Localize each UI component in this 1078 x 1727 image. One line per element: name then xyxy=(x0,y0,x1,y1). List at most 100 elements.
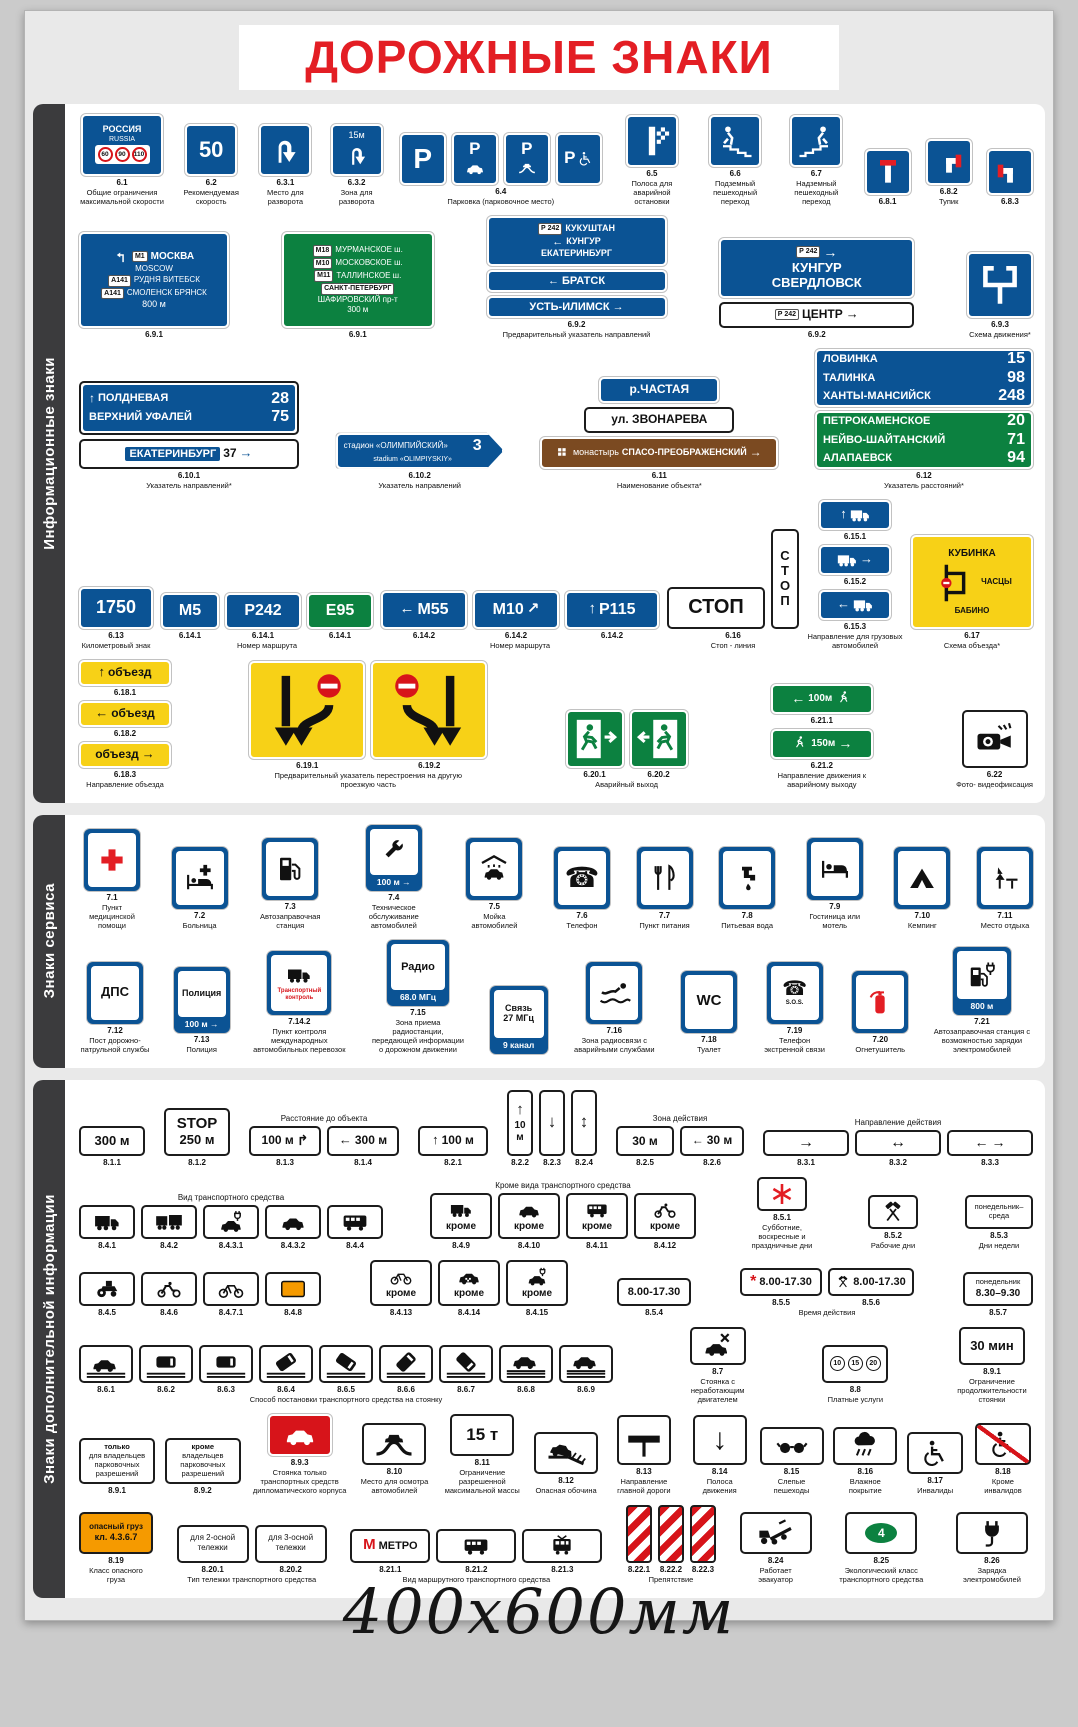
sign-caption: Стоянка с неработающим двигателем xyxy=(690,1376,745,1404)
sign: кроме xyxy=(506,1259,568,1306)
sign-code: 8.4.12 xyxy=(653,1240,677,1250)
sign-caption: Подземный пешеходный переход xyxy=(713,178,758,206)
signs-group: 15м xyxy=(330,123,383,176)
sign-wrap: 8.4.6 xyxy=(141,1271,197,1317)
sign-text: разрешений xyxy=(181,1469,225,1479)
sign-line: стадион «ОЛИМПИЙСКИЙ»3 xyxy=(340,437,486,455)
sign-text: САНКТ-ПЕТЕРБУРГ xyxy=(321,283,395,295)
sign-text: ЛОВИНКА xyxy=(822,352,878,365)
sign-code: 7.16 xyxy=(606,1025,623,1035)
sign-code: 8.4.4 xyxy=(346,1240,364,1250)
sign-code: 8.2.6 xyxy=(703,1157,721,1167)
sign xyxy=(689,1326,746,1365)
bicycle-icon xyxy=(218,1276,244,1302)
sign-line: 10 xyxy=(511,1120,529,1131)
road-signs-poster: ДОРОЖНЫЕ ЗНАКИ Информационные знаки РОСС… xyxy=(24,10,1054,1621)
sign-line: ↑ xyxy=(823,505,887,525)
sign-caption: Парковка (парковочное место) xyxy=(447,196,555,206)
sign-text: Е95 xyxy=(325,601,355,619)
sign-item: 6.8.1 xyxy=(864,148,911,206)
service-sign: ☎ xyxy=(553,846,610,909)
sign xyxy=(559,1344,613,1383)
sign-text: кроме xyxy=(191,1441,215,1451)
sign-line: 100 м↱ xyxy=(253,1132,317,1148)
sign-text: STOP xyxy=(176,1114,218,1132)
sign-line: P xyxy=(456,139,494,159)
sign-code: 8.4.10 xyxy=(517,1240,541,1250)
shift-icon xyxy=(390,671,468,749)
sign xyxy=(499,1344,553,1383)
plug-icon xyxy=(977,1518,1007,1548)
service-sign: 800 м xyxy=(952,946,1011,1015)
sign-code: 8.9.1 xyxy=(108,1485,126,1495)
service-panel xyxy=(88,832,136,887)
ramp-car-icon xyxy=(518,159,536,177)
signs-group xyxy=(894,846,951,909)
sign xyxy=(259,123,312,176)
taxi-icon xyxy=(458,1266,480,1288)
sign-caption: Пункт медицинской помощи xyxy=(89,902,135,930)
sign-text: ← xyxy=(399,600,415,618)
sign-caption: Время действия xyxy=(798,1307,856,1317)
sign-text: ШАФИРОВСКИЙ пр-т xyxy=(317,294,398,304)
bus-icon xyxy=(463,1533,489,1559)
side-label-service: Знаки сервиса xyxy=(40,883,58,999)
deadend-up-icon xyxy=(872,156,904,188)
side-label-bar-additional: Знаки дополнительной информации xyxy=(33,1079,65,1598)
sign-code: 8.6.1 xyxy=(97,1384,115,1394)
sign-text: 8.00-17.30 xyxy=(627,1285,681,1298)
sign-text: 30 м xyxy=(632,1133,658,1148)
sign-caption: Платные услуги xyxy=(827,1394,884,1404)
sign-text: ↑ xyxy=(432,1132,439,1148)
sign-caption: Номер маршрута xyxy=(236,640,298,650)
sign-wrap: 100 м → xyxy=(365,824,422,891)
sign-text: ТАЛЛИНСКОЕ ш. xyxy=(336,270,402,280)
uturn-icon xyxy=(268,133,302,167)
signs-group xyxy=(806,837,863,900)
sign-text: 30 мин xyxy=(970,1338,1014,1354)
sign-wrap xyxy=(757,1176,807,1211)
sign-line: для 3-осной xyxy=(259,1533,323,1543)
sign-line: ←100м xyxy=(775,690,869,707)
sign-line: О xyxy=(775,578,795,593)
sign-caption: Автозаправочная станция с возможностью з… xyxy=(933,1026,1031,1054)
sign-text: ул. ЗВОНАРЕВА xyxy=(611,412,708,426)
group-header: Расстояние до объекта xyxy=(280,1113,368,1123)
sign-caption: Аварийный выход xyxy=(595,779,658,789)
sign-line: ←300 м xyxy=(331,1133,395,1148)
sign-wrap: 8.4.8 xyxy=(265,1271,321,1317)
sign-text: ПОЛДНЕВАЯ xyxy=(98,392,169,405)
sign-text: 248 xyxy=(998,387,1025,405)
parking-position-icon xyxy=(265,1348,307,1379)
sign: 100 м↱ xyxy=(249,1125,321,1156)
car-icon xyxy=(285,1420,315,1450)
sign-wrap: ↑6.15.1 xyxy=(819,499,891,541)
sign-code: 8.4.8 xyxy=(284,1307,302,1317)
truck-icon xyxy=(837,550,857,570)
sign: ↑Р115 xyxy=(565,590,659,629)
sign-line: ЕКАТЕРИНБУРГ xyxy=(491,248,663,259)
sign-line: ←30 м xyxy=(684,1133,740,1147)
krome-label: кроме xyxy=(649,1221,681,1233)
